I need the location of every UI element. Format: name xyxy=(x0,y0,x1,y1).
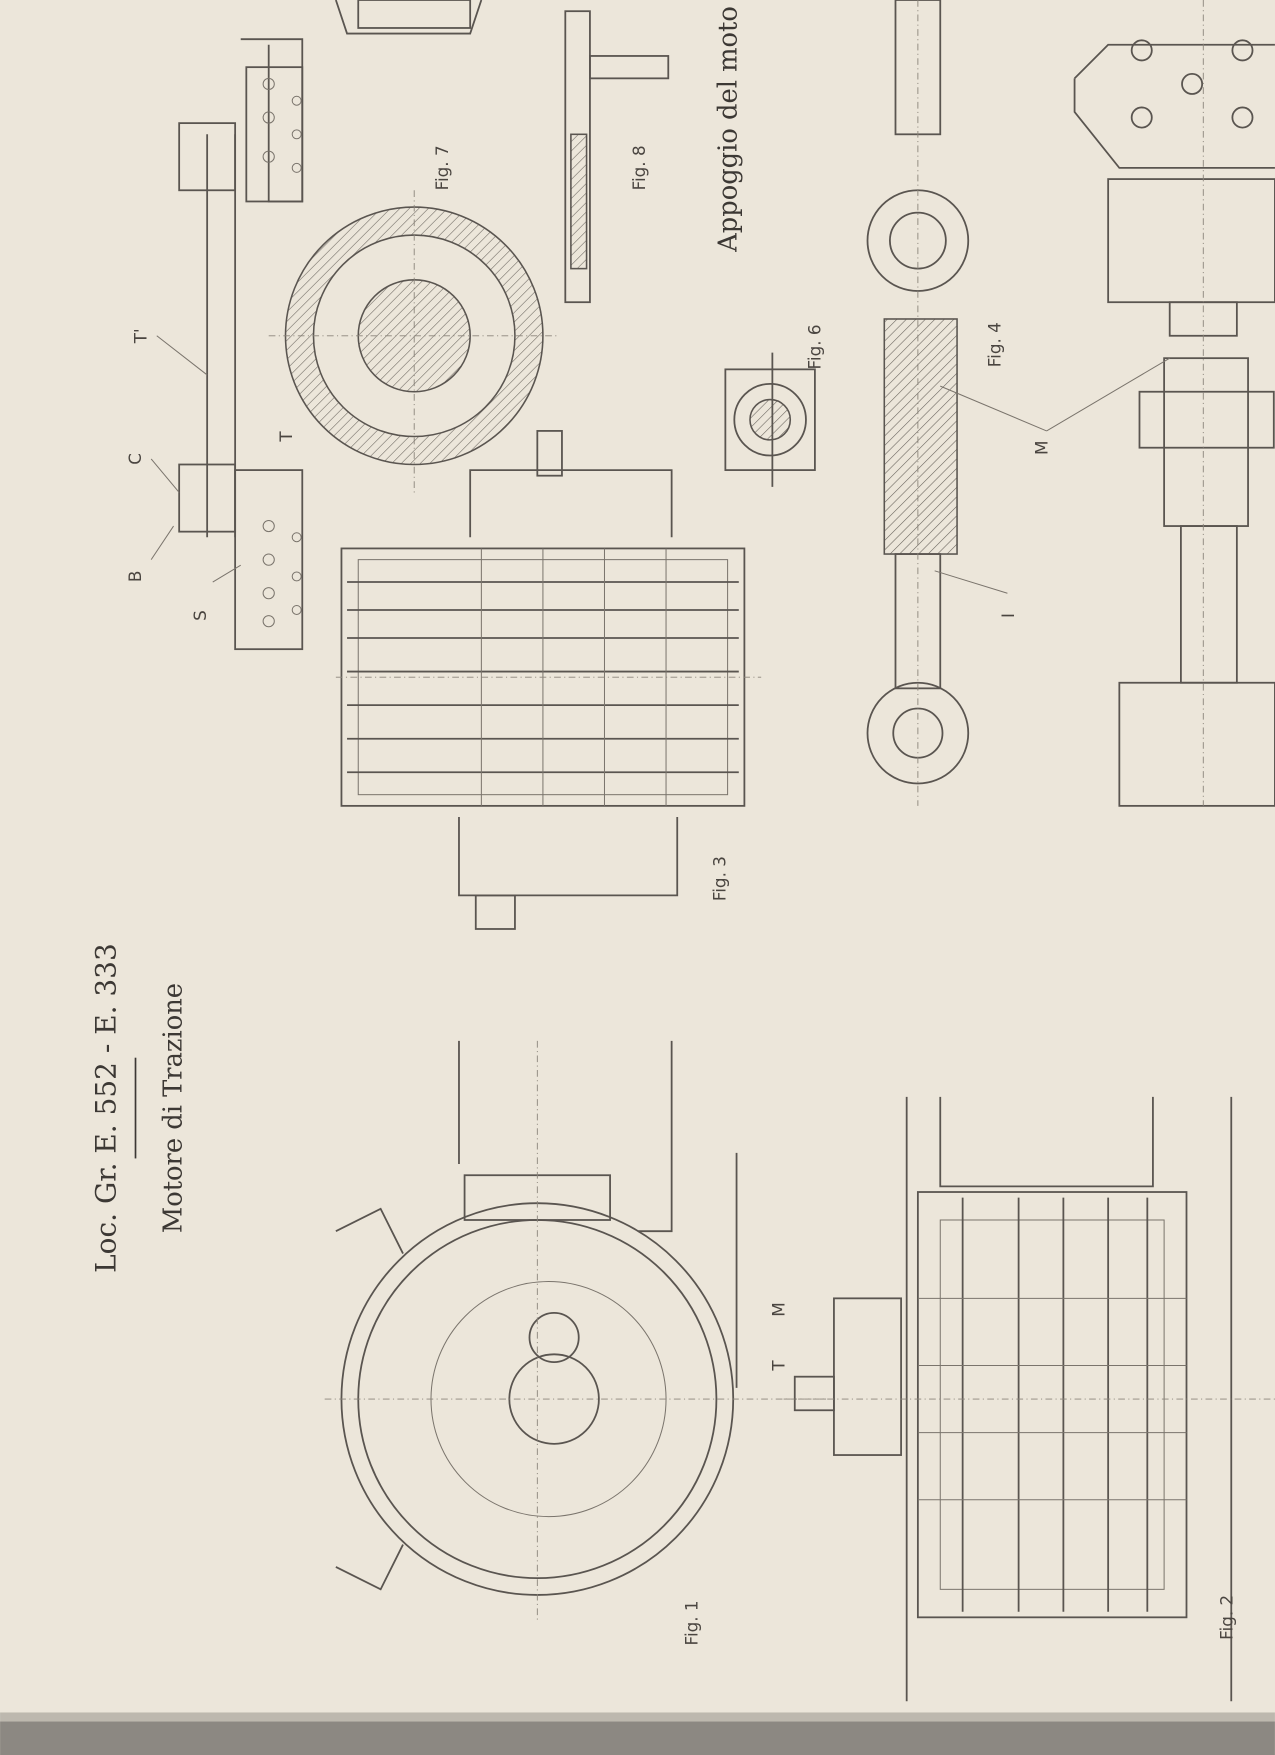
sheet-subtitle: Motore di Trazione xyxy=(158,983,188,1233)
fig-7-caption: Fig. 7 xyxy=(432,145,452,190)
section-heading: Appoggio del moto xyxy=(714,6,744,253)
fig-4-caption: Fig. 4 xyxy=(985,322,1005,367)
label-t-prime: T' xyxy=(131,328,151,344)
leader-lines xyxy=(150,335,1170,594)
label-s: S xyxy=(190,610,210,621)
figure-5-drawing xyxy=(1073,0,1275,807)
label-c: C xyxy=(125,453,145,465)
figure-4-drawing xyxy=(866,0,970,806)
fig-2-caption: Fig. 2 xyxy=(1216,1595,1236,1640)
fig-8-caption: Fig. 8 xyxy=(629,145,649,190)
figure-2-drawing xyxy=(783,1096,1275,1702)
figure-3-drawing xyxy=(335,430,762,930)
fig-1-caption: Fig. 1 xyxy=(681,1600,701,1645)
figure-6-drawing xyxy=(724,352,816,487)
fig-3-caption: Fig. 3 xyxy=(709,856,729,901)
label-t-fig7: T xyxy=(276,431,296,443)
label-t-fig1: T xyxy=(769,1360,789,1372)
figure-7-drawing xyxy=(178,0,560,651)
label-b: B xyxy=(125,571,145,583)
label-m-fig1: M xyxy=(769,1302,789,1316)
fig-6-caption: Fig. 6 xyxy=(804,324,824,369)
sheet-title: Loc. Gr. E. 552 - E. 333 xyxy=(89,943,122,1273)
book-gutter xyxy=(0,1721,1275,1755)
figure-8-drawing xyxy=(564,10,670,304)
label-m-fig4: M xyxy=(1032,440,1052,454)
figure-1-drawing xyxy=(324,1040,829,1623)
label-i-fig4: I xyxy=(998,613,1018,618)
